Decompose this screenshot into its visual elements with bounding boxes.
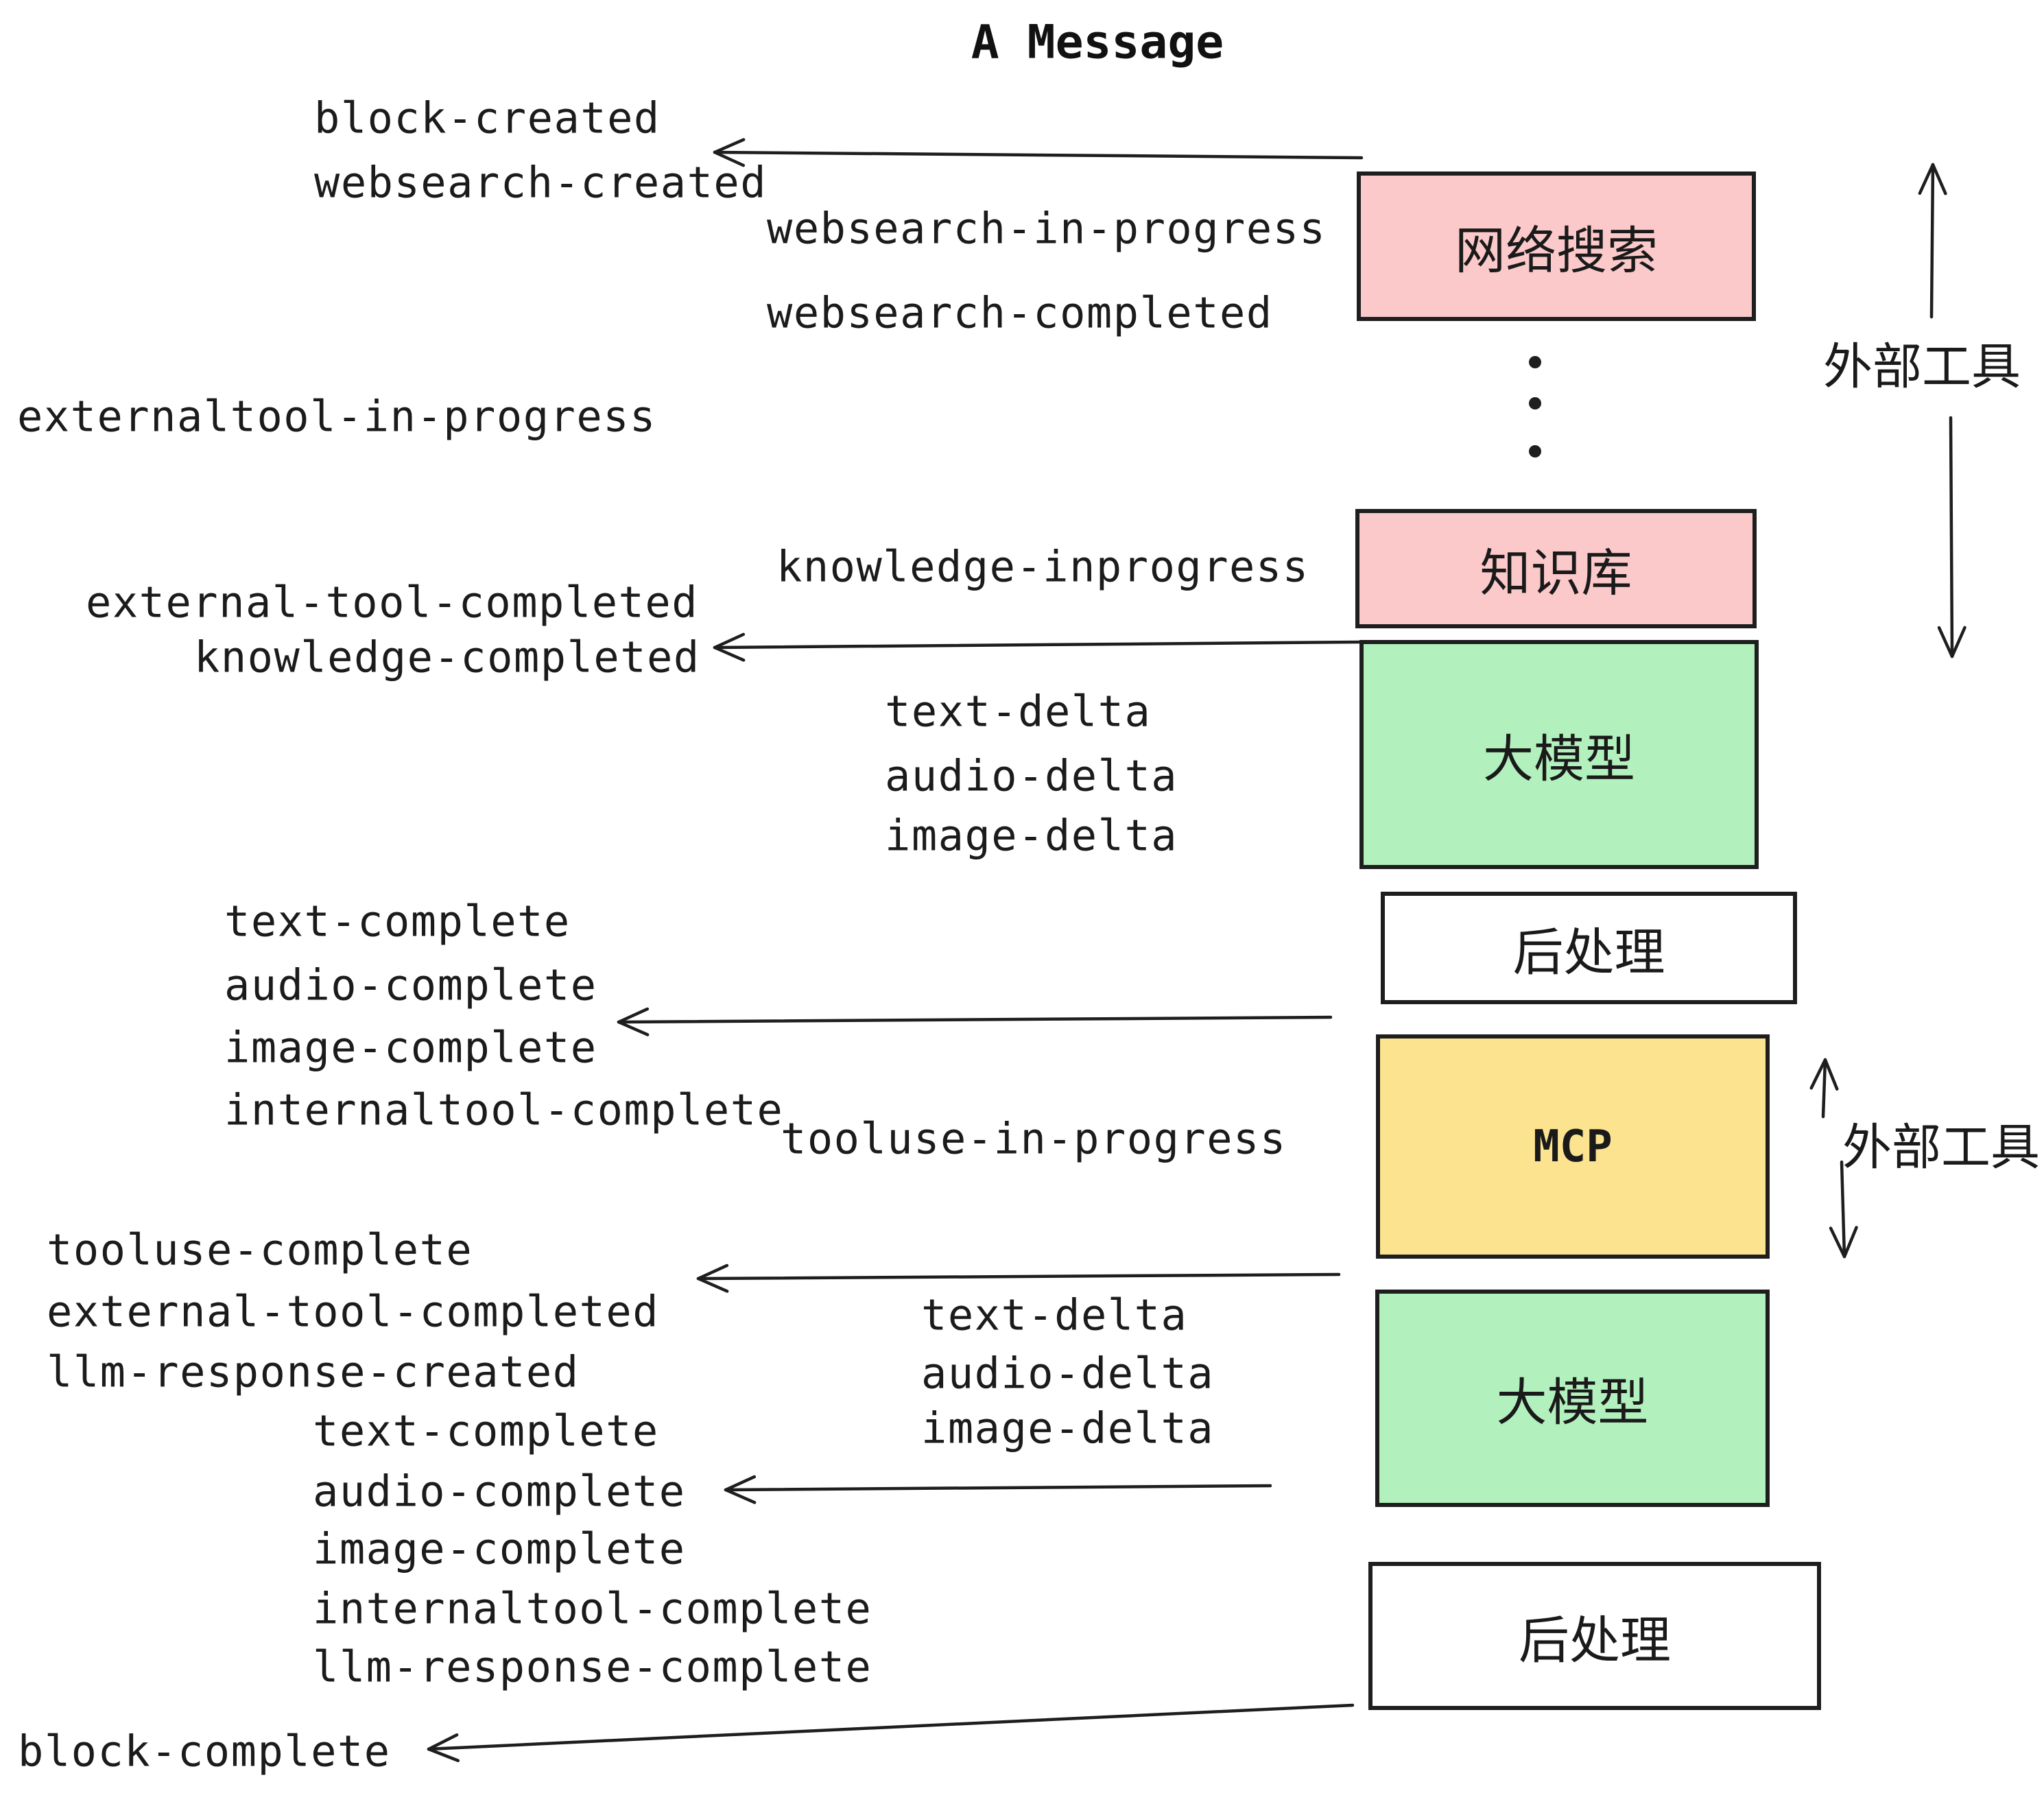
event-knowledge-inprogress: knowledge-inprogress <box>776 541 1309 592</box>
node-knowledge-base: 知识库 <box>1355 509 1757 628</box>
event-audio-delta-2: audio-delta <box>921 1348 1215 1399</box>
arrow-to-block-complete <box>427 1703 1355 1762</box>
external-tools-annotation-2: 外部工具 <box>1842 1120 2041 1176</box>
event-block-complete: block-complete <box>18 1726 391 1777</box>
event-audio-complete-1: audio-complete <box>224 960 597 1010</box>
ellipsis-dots <box>1529 356 1541 458</box>
event-audio-complete-2: audio-complete <box>313 1466 686 1517</box>
external-tools-down-arrow-1 <box>1937 416 1966 658</box>
node-postprocess-1: 后处理 <box>1381 892 1797 1004</box>
event-externaltool-in-progress: externaltool-in-progress <box>17 391 656 442</box>
event-external-tool-completed-2: external-tool-completed <box>47 1286 660 1337</box>
diagram-title: A Message <box>971 15 1224 70</box>
arrow-to-knowledge-completed <box>713 632 1364 662</box>
arrow-to-block-created <box>713 138 1364 167</box>
event-block-created: block-created <box>314 93 661 143</box>
event-internaltool-complete-1: internaltool-complete <box>224 1084 784 1135</box>
node-mcp-label: MCP <box>1533 1121 1613 1172</box>
node-postprocess-2: 后处理 <box>1368 1562 1821 1710</box>
external-tools-up-arrow-1 <box>1918 163 1947 319</box>
node-websearch: 网络搜索 <box>1357 171 1756 321</box>
event-internaltool-complete-2: internaltool-complete <box>313 1583 872 1634</box>
event-tooluse-in-progress: tooluse-in-progress <box>781 1113 1287 1164</box>
arrow-to-audio-complete <box>724 1475 1272 1504</box>
event-tooluse-complete: tooluse-complete <box>47 1224 473 1275</box>
event-llm-response-created: llm-response-created <box>47 1346 580 1397</box>
external-tools-annotation-1: 外部工具 <box>1822 340 2021 395</box>
event-llm-response-complete: llm-response-complete <box>313 1641 872 1692</box>
event-text-complete-2: text-complete <box>313 1405 659 1456</box>
node-postprocess-1-label: 后处理 <box>1512 923 1665 981</box>
event-image-delta-1: image-delta <box>885 810 1178 861</box>
event-knowledge-completed: knowledge-completed <box>194 632 700 683</box>
event-text-delta-2: text-delta <box>921 1290 1188 1340</box>
node-postprocess-2-label: 后处理 <box>1519 1611 1671 1669</box>
node-llm-2: 大模型 <box>1375 1290 1770 1507</box>
event-audio-delta-1: audio-delta <box>885 750 1178 801</box>
event-text-delta-1: text-delta <box>885 686 1152 737</box>
event-image-complete-1: image-complete <box>224 1022 597 1073</box>
event-image-complete-2: image-complete <box>313 1523 686 1574</box>
node-llm-1-label: 大模型 <box>1483 730 1635 787</box>
event-websearch-created: websearch-created <box>314 157 768 208</box>
external-tools-up-arrow-2 <box>1809 1058 1839 1119</box>
arrow-to-tooluse-complete <box>696 1263 1341 1293</box>
event-image-delta-2: image-delta <box>921 1403 1215 1453</box>
event-websearch-in-progress: websearch-in-progress <box>767 203 1327 254</box>
node-websearch-label: 网络搜索 <box>1455 222 1658 279</box>
event-external-tool-completed-1: external-tool-completed <box>86 577 699 628</box>
node-mcp: MCP <box>1376 1034 1770 1259</box>
node-knowledge-base-label: 知识库 <box>1479 544 1632 602</box>
event-websearch-completed: websearch-completed <box>767 287 1273 338</box>
arrow-to-internaltool-complete <box>617 1007 1333 1036</box>
node-llm-1: 大模型 <box>1359 640 1759 869</box>
node-llm-2-label: 大模型 <box>1496 1374 1649 1431</box>
event-text-complete-1: text-complete <box>224 896 571 947</box>
